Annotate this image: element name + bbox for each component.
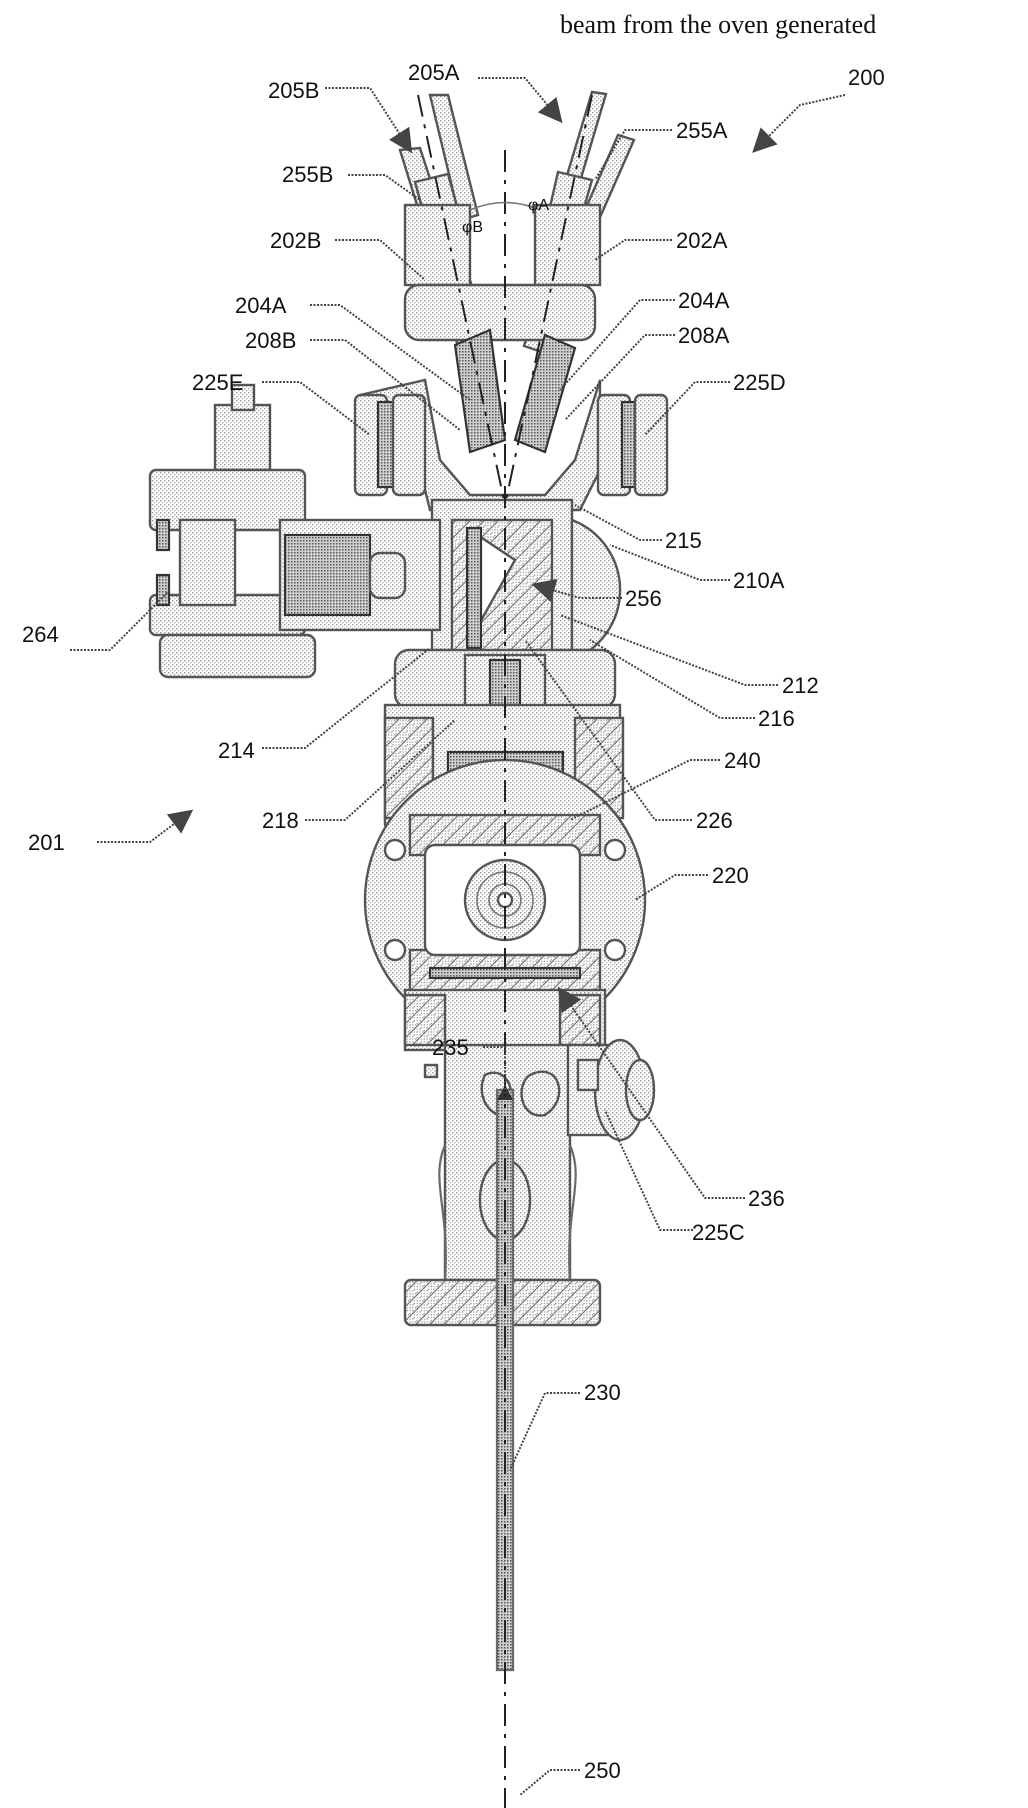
label-226: 226	[696, 808, 733, 833]
label-204A-right: 204A	[678, 288, 730, 313]
label-235: 235	[432, 1035, 469, 1060]
label-236: 236	[748, 1186, 785, 1211]
label-205A: 205A	[408, 60, 460, 85]
label-230: 230	[584, 1380, 621, 1405]
label-200: 200	[848, 65, 885, 90]
label-225D: 225D	[733, 370, 786, 395]
label-208A: 208A	[678, 323, 730, 348]
center-chamber	[432, 500, 620, 670]
label-250: 250	[584, 1758, 621, 1783]
label-202B: 202B	[270, 228, 321, 253]
label-202A: 202A	[676, 228, 728, 253]
label-201: 201	[28, 830, 65, 855]
side-port-225D	[598, 395, 667, 495]
label-264: 264	[22, 622, 59, 647]
label-215: 215	[665, 528, 702, 553]
label-216: 216	[758, 706, 795, 731]
label-210A: 210A	[733, 568, 785, 593]
label-225E: 225E	[192, 370, 243, 395]
label-phi-b: φB	[462, 219, 483, 236]
header-text: beam from the oven generated	[560, 10, 876, 39]
label-218: 218	[262, 808, 299, 833]
label-255A: 255A	[676, 118, 728, 143]
label-220: 220	[712, 863, 749, 888]
label-255B: 255B	[282, 162, 333, 187]
label-212: 212	[782, 673, 819, 698]
drawing-body	[150, 92, 667, 1808]
label-205B: 205B	[268, 78, 319, 103]
label-225C: 225C	[692, 1220, 745, 1245]
label-208B: 208B	[245, 328, 296, 353]
label-240: 240	[724, 748, 761, 773]
label-204A-left: 204A	[235, 293, 287, 318]
label-256: 256	[625, 586, 662, 611]
label-214: 214	[218, 738, 255, 763]
side-port-225E	[355, 395, 425, 495]
label-phi-a: φA	[528, 197, 549, 214]
